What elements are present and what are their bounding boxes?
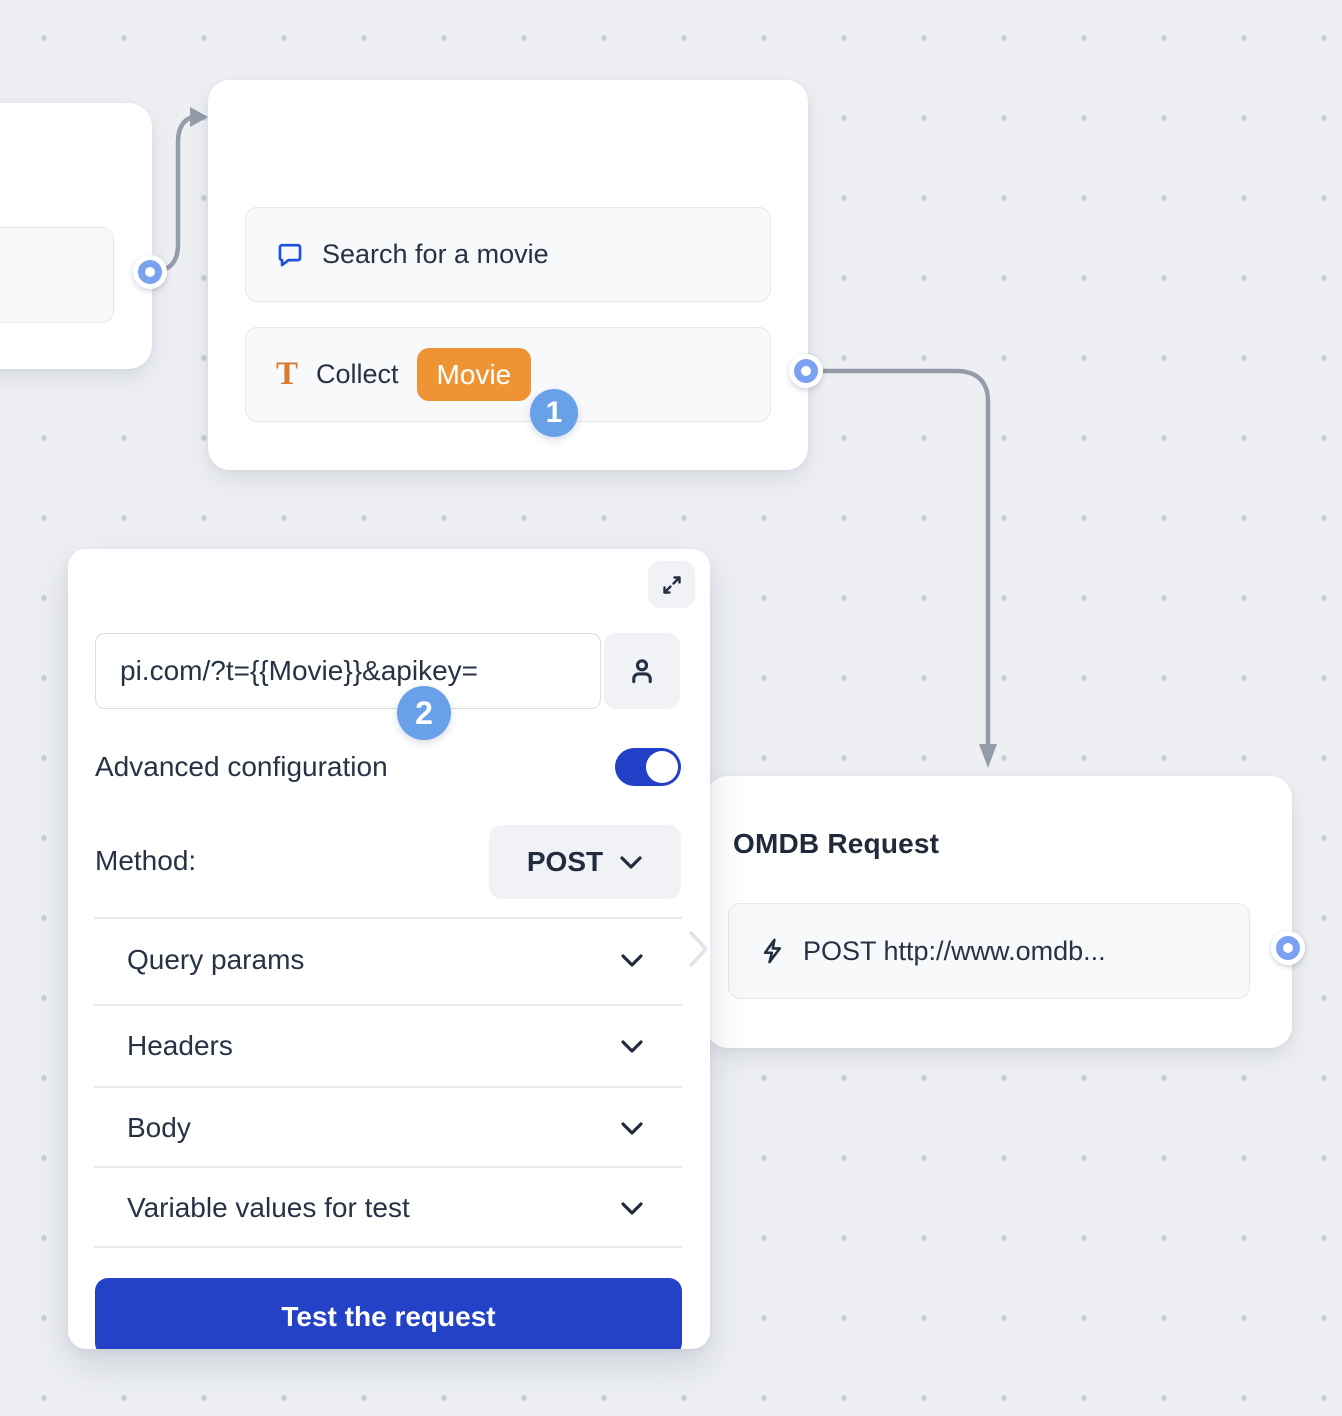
url-input[interactable] — [95, 633, 601, 709]
connector-to-omdb-request — [811, 368, 991, 751]
section-body[interactable]: Body — [94, 1087, 682, 1169]
divider — [94, 1166, 682, 1168]
expand-icon — [660, 573, 684, 597]
chat-bubble-icon — [276, 241, 304, 269]
text-collect-icon: T — [276, 356, 299, 392]
section-headers[interactable]: Headers — [94, 1005, 682, 1087]
arrowhead-right-icon — [190, 107, 208, 127]
input-notch-chevron-icon — [689, 931, 708, 967]
webhook-config-panel: Advanced configuration Method: POST Quer… — [68, 549, 710, 1349]
node-item-label: Search for a movie — [322, 239, 549, 269]
chevron-down-icon — [620, 1039, 644, 1054]
divider — [94, 917, 682, 919]
output-port[interactable] — [133, 255, 167, 289]
section-query-params[interactable]: Query params — [94, 919, 682, 1001]
node-item-search-for-a-movie[interactable]: Search for a movie — [245, 207, 771, 302]
annotation-badge-2: 2 — [397, 686, 451, 740]
node-item-label: Collect — [316, 359, 399, 389]
previous-node-card[interactable] — [0, 103, 152, 369]
section-variable-values[interactable]: Variable values for test — [94, 1167, 682, 1249]
output-port[interactable] — [789, 354, 823, 388]
divider — [94, 1004, 682, 1006]
section-label: Variable values for test — [127, 1192, 410, 1223]
arrowhead-down-icon — [979, 744, 997, 768]
port-ring — [794, 359, 818, 383]
chevron-down-icon — [620, 1121, 644, 1136]
chevron-down-icon — [620, 1201, 644, 1216]
variables-button[interactable] — [604, 633, 680, 709]
chevron-down-icon — [619, 855, 643, 870]
advanced-configuration-label: Advanced configuration — [95, 751, 388, 782]
node-item-label: POST http://www.omdb... — [803, 935, 1106, 966]
method-select[interactable]: POST — [489, 825, 681, 899]
omdb-request-node-card[interactable]: OMDB Request POST http://www.omdb... — [706, 776, 1292, 1048]
node-item-collect-movie[interactable]: T Collect Movie — [245, 327, 771, 422]
toggle-knob — [646, 751, 678, 783]
method-label: Method: — [95, 845, 197, 876]
test-request-button[interactable]: Test the request — [95, 1278, 682, 1349]
divider — [94, 1086, 682, 1088]
chevron-down-icon — [620, 953, 644, 968]
person-icon — [625, 654, 659, 688]
section-label: Query params — [127, 944, 305, 975]
divider — [94, 1246, 682, 1248]
method-value: POST — [526, 846, 604, 877]
section-label: Body — [127, 1112, 191, 1143]
node-title: OMDB Request — [733, 828, 940, 859]
lightning-icon — [759, 937, 787, 965]
node-item[interactable] — [0, 227, 114, 323]
advanced-configuration-toggle[interactable] — [615, 748, 681, 786]
annotation-badge-1: 1 — [530, 389, 578, 437]
node-item-webhook-request[interactable]: POST http://www.omdb... — [728, 903, 1250, 999]
expand-button[interactable] — [648, 561, 695, 608]
port-ring — [1276, 936, 1300, 960]
output-port[interactable] — [1271, 931, 1305, 965]
movie-search-node-card[interactable]: Movie search Search for a movie T Collec… — [208, 80, 808, 470]
section-label: Headers — [127, 1030, 233, 1061]
variable-chip[interactable]: Movie — [416, 347, 532, 402]
port-ring — [138, 260, 162, 284]
connector-to-movie-search — [151, 114, 199, 275]
